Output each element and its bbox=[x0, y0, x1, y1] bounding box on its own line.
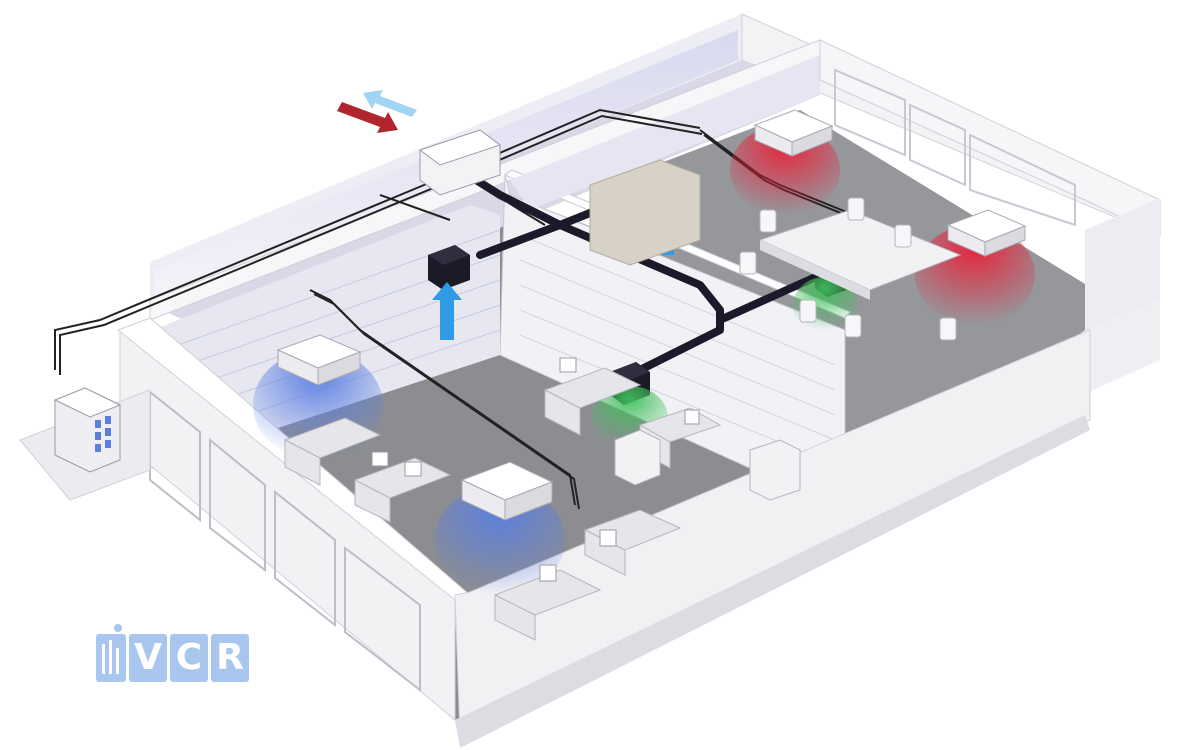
logo-letter-v: V bbox=[129, 634, 167, 682]
front-right-wall bbox=[454, 329, 1091, 736]
outdoor-condenser-unit bbox=[53, 387, 122, 473]
duct-unit-1 bbox=[428, 245, 470, 290]
meeting-room-back-wall bbox=[510, 55, 820, 210]
cooling-zone-2 bbox=[435, 485, 565, 595]
cassette-unit-3 bbox=[753, 109, 834, 157]
supply-air-arrow-1 bbox=[432, 282, 462, 340]
cassette-unit-4 bbox=[946, 209, 1027, 257]
front-right-wall-shadow bbox=[455, 415, 1090, 748]
exhaust-air-arrow bbox=[337, 102, 398, 133]
meeting-chairs bbox=[739, 197, 957, 341]
meeting-table bbox=[758, 209, 962, 300]
office-monitors bbox=[371, 357, 700, 582]
right-side-wall bbox=[1085, 198, 1160, 330]
meeting-room-cabinet bbox=[589, 159, 701, 266]
vcr-logo: V C R bbox=[96, 622, 249, 682]
intake-air-arrow bbox=[363, 90, 417, 117]
cassette-unit-1 bbox=[276, 334, 362, 386]
cassette-unit-2 bbox=[460, 461, 554, 521]
logo-letter-r: R bbox=[211, 634, 249, 682]
logo-letter-c: C bbox=[170, 634, 208, 682]
right-windows bbox=[834, 68, 1076, 227]
heat-recovery-ventilator bbox=[418, 129, 502, 196]
filing-cabinets bbox=[614, 429, 801, 501]
vcr-logo-mark-icon bbox=[96, 624, 126, 682]
